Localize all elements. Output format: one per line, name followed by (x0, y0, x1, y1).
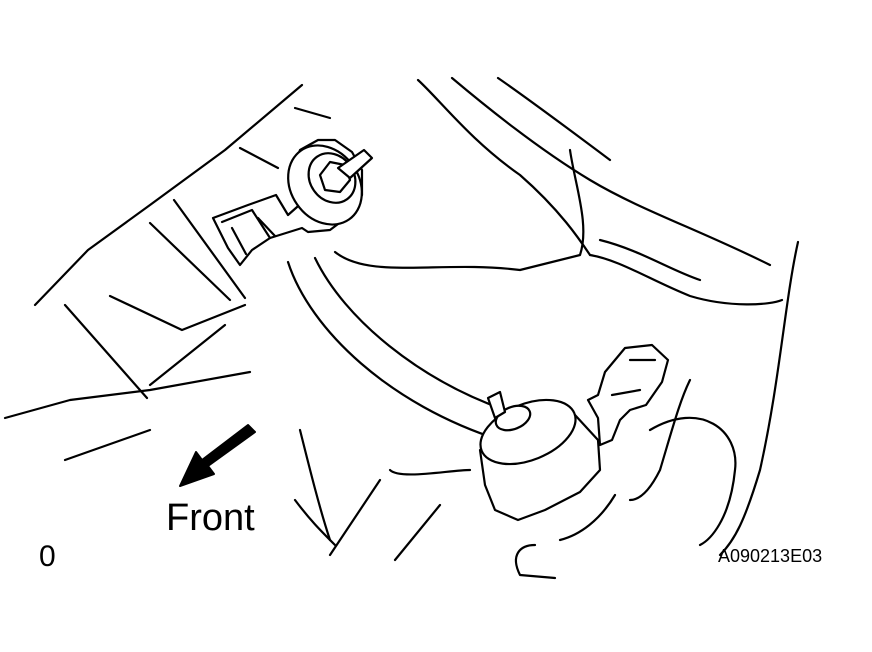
cylinder-bank-recess (286, 76, 800, 580)
lower-block-edges (293, 428, 472, 562)
arrow-down-left-icon (179, 424, 256, 487)
figure-id-label: A090213E03 (718, 546, 823, 566)
corner-label: 0 (39, 540, 56, 573)
engine-block-outline (3, 83, 332, 462)
knock-sensor-lower (478, 343, 670, 522)
knock-sensor-upper (211, 138, 374, 267)
front-direction-label: Front (166, 497, 255, 539)
